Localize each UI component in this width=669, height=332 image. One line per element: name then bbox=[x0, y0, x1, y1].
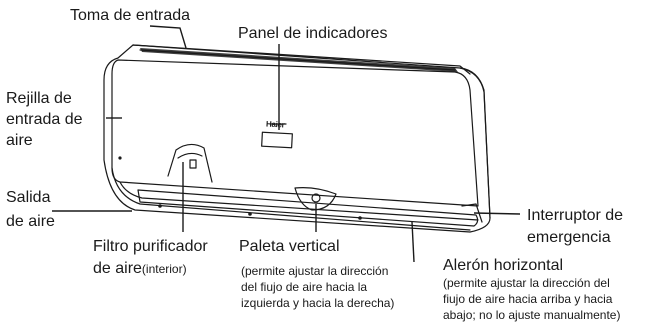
vertical-vane bbox=[294, 187, 337, 211]
brand-logo: Haier bbox=[265, 119, 285, 130]
filter-housing bbox=[167, 143, 213, 183]
front-panel bbox=[111, 59, 479, 207]
outlet-curve bbox=[111, 167, 471, 231]
horizontal-louver bbox=[137, 189, 479, 227]
leader-toma bbox=[149, 25, 187, 49]
label-toma-de-entrada: Toma de entrada bbox=[70, 7, 191, 24]
leader-aleron bbox=[411, 221, 415, 263]
label-panel-de-indicadores: Panel de indicadores bbox=[238, 25, 388, 42]
display-window bbox=[261, 131, 293, 149]
intake-top-edge bbox=[132, 44, 471, 75]
leader-interruptor bbox=[473, 212, 521, 215]
